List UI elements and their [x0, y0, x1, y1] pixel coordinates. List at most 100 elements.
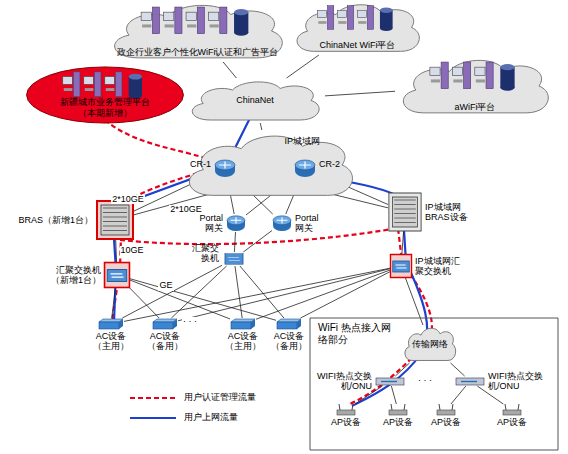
link-line: [402, 232, 404, 254]
monitor: [453, 67, 463, 75]
node-onu: WIFI热点交换机/ONU: [455, 376, 485, 386]
switch-icon: [222, 252, 246, 266]
ap-icon: [388, 404, 408, 416]
bras-icon: [388, 192, 422, 232]
auth-flow: [120, 228, 432, 404]
router-icon: [214, 158, 236, 178]
tower: [367, 6, 373, 30]
link-line: [130, 288, 159, 318]
router-icon: [272, 214, 292, 232]
link-line: [256, 270, 390, 319]
link-line: [301, 272, 390, 318]
monitor: [63, 77, 73, 85]
router-icon: [294, 158, 316, 178]
tower: [328, 6, 334, 30]
node-router: CR-1: [214, 158, 236, 178]
node-router: CR-2: [294, 158, 316, 178]
link-label: 2*10GE: [111, 195, 145, 205]
ap-icon: [502, 404, 522, 416]
tower: [348, 6, 354, 30]
node-label: IP城域网: [284, 136, 320, 146]
switch-icon: [390, 254, 412, 278]
node-ac: AC设备（备用）: [152, 318, 178, 330]
disk: [129, 77, 142, 96]
keyboard: [85, 89, 94, 92]
monitor: [141, 12, 151, 20]
node-box: WiFi 热点接入网络部分传输网络WIFI热点交换机/ONUWIFI热点交换机/…: [310, 318, 558, 450]
ac-icon: [98, 318, 124, 330]
disk-top: [501, 64, 515, 70]
legend-text: 用户认证管理流量: [184, 393, 256, 403]
node-label: WIFI热点交换机/ONU: [488, 371, 544, 392]
tower: [220, 7, 227, 34]
link-line: [451, 363, 465, 376]
keyboard: [476, 79, 485, 82]
link-label: 10GE: [120, 246, 145, 256]
switch-icon: [104, 262, 130, 288]
keyboard: [210, 24, 219, 27]
node-switchnew: 汇聚交换机（新增1台）: [104, 262, 130, 288]
ellipse-outline: [27, 67, 184, 123]
node-cloud: aWiFi平台: [395, 55, 555, 117]
ac-icon: [230, 318, 256, 330]
tower: [441, 62, 448, 89]
tower: [115, 72, 122, 97]
legend-text: 用户上网流量: [184, 413, 238, 423]
node-label: AC设备（主用）: [92, 331, 130, 352]
node-cloud: 传输网络: [402, 325, 458, 363]
link-label: 2*10GE: [169, 205, 203, 215]
link-line: [243, 231, 272, 253]
link-line: [124, 268, 390, 321]
node-ap: AP设备: [502, 404, 522, 416]
node-label: AC设备（主用）: [224, 331, 262, 352]
node-label: Portal 网关: [193, 213, 223, 234]
keyboard: [165, 24, 174, 27]
tower: [175, 7, 182, 34]
node-cloud: IP城域网 CR-1 CR-2: [180, 130, 360, 200]
link-line: [178, 269, 390, 321]
node-router: Portal 网关: [272, 214, 292, 232]
node-label: ChinaNet: [236, 95, 274, 105]
link-line: [122, 265, 222, 318]
disk-base: [380, 26, 393, 31]
link-line: [240, 266, 284, 318]
router-icon: [226, 214, 246, 232]
node-label: AP设备: [431, 417, 461, 427]
node-label: 政企行业客户个性化WiFi认证和广告平台: [117, 47, 279, 57]
cloud-outline: [189, 136, 352, 195]
server-icons: [44, 69, 166, 101]
link-line: [287, 55, 319, 78]
server-icons: [306, 3, 409, 34]
node-label: AC设备（备用）: [270, 331, 308, 352]
node-label: ChinaNet WiFi平台: [319, 40, 395, 50]
node-label: 新疆城市业务管理平台（本期新增）: [59, 97, 151, 118]
monitor: [430, 67, 440, 75]
link-line: [325, 91, 395, 96]
node-label: BRAS（新增1台）: [18, 215, 93, 225]
onu-icon: [375, 376, 405, 386]
keyboard: [319, 21, 327, 24]
node-ap: AP设备: [388, 404, 408, 416]
node-label: CR-1: [190, 159, 211, 169]
disk-top: [380, 8, 393, 13]
monitor: [475, 67, 485, 75]
keyboard: [431, 79, 440, 82]
node-label: IP城域网BRAS设备: [425, 202, 475, 223]
server-icons: [414, 59, 536, 94]
bras-icon: [96, 200, 134, 240]
node-router: Portal 网关: [226, 214, 246, 232]
link-line: [115, 240, 117, 262]
node-ipsw: IP城域网汇聚交换机: [390, 254, 412, 278]
tower: [486, 62, 493, 89]
link-line: [391, 386, 396, 404]
link-line: [260, 123, 262, 130]
onu-icon: [455, 376, 485, 386]
keyboard: [187, 24, 196, 27]
monitor: [209, 12, 219, 20]
link-label: GE: [158, 281, 173, 291]
cloud-outline: [297, 5, 419, 52]
monitor: [318, 11, 327, 18]
server-icons: [127, 4, 268, 39]
